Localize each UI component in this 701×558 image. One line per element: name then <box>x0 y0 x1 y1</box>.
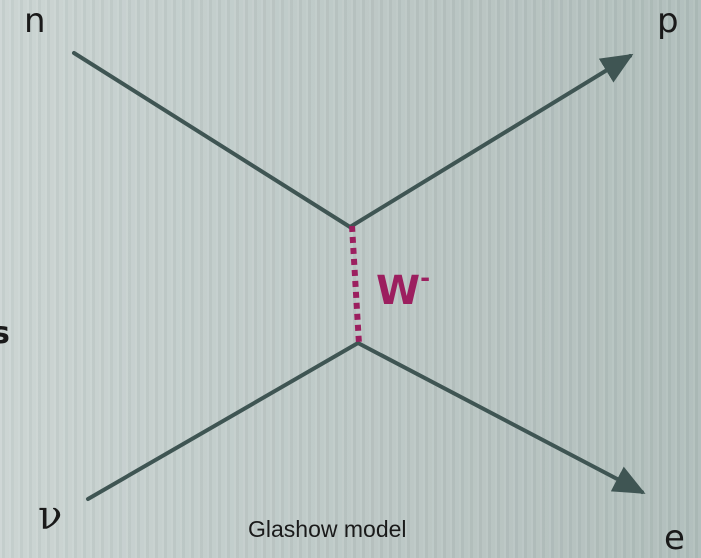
neutron-label: n <box>24 1 46 41</box>
w-boson-propagator <box>349 225 362 345</box>
electron-line <box>356 341 646 494</box>
w-boson-symbol: W <box>376 268 421 314</box>
proton-label: p <box>657 1 679 41</box>
diagram-caption: Glashow model <box>248 516 407 542</box>
w-boson-label: W- <box>376 266 430 311</box>
electron-label: e <box>664 518 685 558</box>
neutron-line <box>72 51 352 229</box>
neutrino-line <box>86 341 360 501</box>
partial-side-label: s <box>0 316 10 351</box>
proton-line <box>348 53 634 229</box>
neutrino-label: ν <box>38 493 63 539</box>
w-boson-charge: - <box>420 264 431 292</box>
